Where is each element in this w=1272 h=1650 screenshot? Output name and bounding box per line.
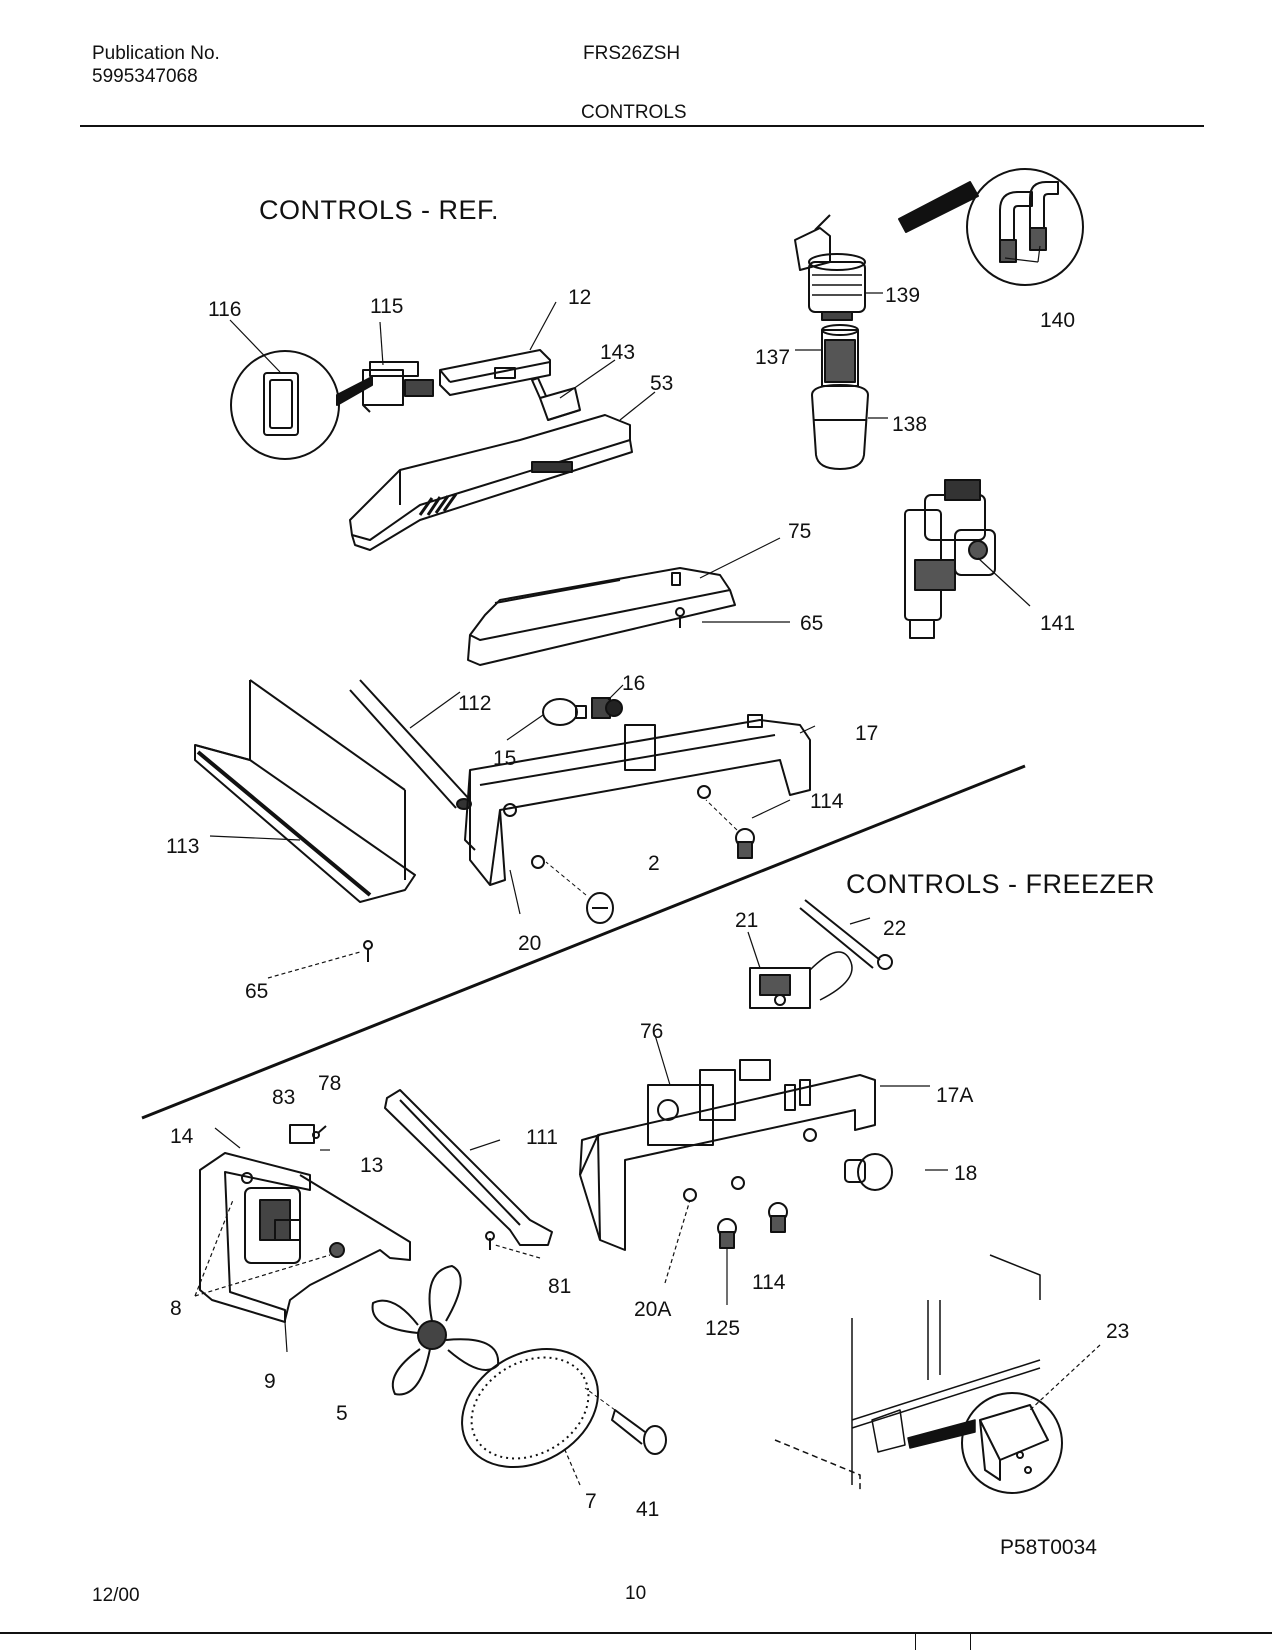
publication-label: Publication No. bbox=[92, 43, 220, 64]
light-bulb-15 bbox=[542, 698, 587, 726]
ref-control-housing-17 bbox=[464, 714, 811, 886]
callout-label: 65 bbox=[800, 612, 823, 635]
footer-rule-tick bbox=[915, 1632, 916, 1650]
switch-assembly bbox=[362, 361, 434, 413]
section-title-freezer: CONTROLS - FREEZER bbox=[846, 869, 1156, 899]
section-heading: CONTROLS bbox=[581, 102, 687, 123]
thermostat-114-upper bbox=[705, 799, 755, 859]
control-housing-53 bbox=[349, 414, 633, 551]
screw-81 bbox=[485, 1231, 495, 1250]
callout-label: 65 bbox=[245, 980, 268, 1003]
callout-label: 22 bbox=[883, 917, 906, 940]
page-number: 10 bbox=[625, 1583, 647, 1604]
callout-label: 13 bbox=[360, 1154, 383, 1177]
leader-lines bbox=[194, 245, 1101, 1486]
callout-label: 20A bbox=[634, 1298, 671, 1321]
callout-label: 17 bbox=[855, 722, 878, 745]
shield-113 bbox=[194, 679, 416, 903]
gasket-inset bbox=[230, 350, 373, 460]
callout-label: 138 bbox=[892, 413, 927, 436]
footer-rule-tick bbox=[970, 1632, 971, 1650]
callout-label: 114 bbox=[810, 790, 844, 813]
callout-label: 7 bbox=[585, 1490, 597, 1513]
fan-bracket-14 bbox=[199, 1152, 311, 1323]
callout-label: 15 bbox=[493, 747, 516, 770]
callout-label: 12 bbox=[568, 286, 591, 309]
section-title-ref: CONTROLS - REF. bbox=[259, 195, 500, 225]
bracket-83 bbox=[289, 1124, 315, 1144]
screw-41 bbox=[584, 1387, 667, 1455]
freezer-control-21 bbox=[749, 967, 811, 1009]
cabinet-corner-23 bbox=[774, 1254, 1041, 1490]
screw-78 bbox=[312, 1125, 327, 1139]
callout-label: 75 bbox=[788, 520, 811, 543]
sensor-tube-22 bbox=[799, 899, 893, 1001]
cover-plate-75 bbox=[467, 567, 736, 666]
callout-label: 141 bbox=[1040, 612, 1075, 635]
callout-label: 18 bbox=[954, 1162, 977, 1185]
screw-65-upper bbox=[675, 607, 685, 628]
callout-label: 111 bbox=[526, 1126, 558, 1149]
callout-label: 137 bbox=[755, 346, 790, 369]
footer-rule bbox=[0, 1632, 1272, 1634]
callout-label: 81 bbox=[548, 1275, 571, 1298]
callout-label: 8 bbox=[170, 1297, 182, 1320]
fittings-inset-140 bbox=[898, 168, 1084, 286]
light-housing-12 bbox=[439, 349, 551, 396]
callout-label: 20 bbox=[518, 932, 541, 955]
callout-label: 116 bbox=[208, 298, 241, 321]
callout-label: 115 bbox=[370, 295, 403, 318]
thermostat-125 bbox=[717, 1218, 737, 1249]
socket-16 bbox=[591, 697, 623, 719]
knob-18 bbox=[844, 1153, 893, 1191]
bracket-111 bbox=[384, 1089, 553, 1246]
callout-label: 114 bbox=[752, 1271, 786, 1294]
callout-label: 78 bbox=[318, 1072, 341, 1095]
callout-label: 21 bbox=[735, 909, 758, 932]
callout-label: 16 bbox=[622, 672, 645, 695]
callout-label: 5 bbox=[336, 1402, 348, 1425]
motor-bracket-13 bbox=[284, 1174, 411, 1321]
fan-blade-5 bbox=[371, 1265, 500, 1396]
callout-label: 113 bbox=[166, 835, 199, 858]
callout-label: 112 bbox=[458, 692, 491, 715]
callout-label: 23 bbox=[1106, 1320, 1129, 1343]
callout-label: 9 bbox=[264, 1370, 276, 1393]
freezer-control-housing-17A bbox=[579, 1059, 876, 1251]
sensor-inset-23 bbox=[961, 1392, 1063, 1494]
fan-shroud-7 bbox=[461, 1347, 599, 1469]
callout-labels: 116 115 12 143 53 75 65 139 140 137 138 … bbox=[166, 284, 1129, 1521]
callout-label: 83 bbox=[272, 1086, 295, 1109]
callout-label: 53 bbox=[650, 372, 673, 395]
callout-label: 125 bbox=[705, 1317, 740, 1340]
publication-number: 5995347068 bbox=[92, 66, 198, 87]
model-number: FRS26ZSH bbox=[583, 43, 681, 64]
water-filter-assembly bbox=[794, 214, 869, 470]
callout-label: 2 bbox=[648, 852, 660, 875]
screw-65-lower bbox=[363, 940, 373, 962]
callout-label: 41 bbox=[636, 1498, 659, 1521]
clip-143 bbox=[531, 377, 581, 421]
callout-label: 17A bbox=[936, 1084, 973, 1107]
callout-label: 143 bbox=[600, 341, 635, 364]
knob-2 bbox=[545, 861, 614, 924]
header-rule bbox=[80, 125, 1204, 127]
section-divider-line bbox=[141, 764, 1026, 1120]
footer-date: 12/00 bbox=[92, 1585, 140, 1606]
callout-label: 140 bbox=[1040, 309, 1075, 332]
water-valve-141 bbox=[904, 479, 996, 639]
callout-label: 139 bbox=[885, 284, 920, 307]
drawing-code: P58T0034 bbox=[1000, 1536, 1097, 1559]
thermostat-114-lower bbox=[768, 1202, 788, 1233]
rod-112 bbox=[349, 679, 472, 810]
callout-label: 14 bbox=[170, 1125, 194, 1148]
callout-label: 76 bbox=[640, 1020, 663, 1043]
